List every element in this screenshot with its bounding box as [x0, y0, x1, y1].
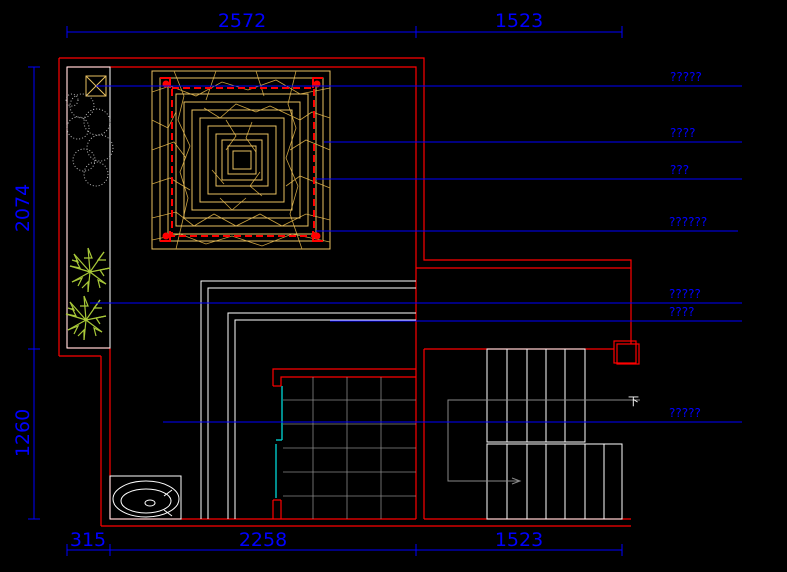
sink — [109, 475, 182, 520]
dim-top-right: 1523 — [495, 10, 543, 32]
dim-top-left: 2572 — [218, 10, 266, 32]
ceiling-pattern — [151, 70, 331, 250]
label-3: ??? — [670, 163, 689, 177]
leader-lines — [90, 85, 742, 423]
stair-arrow — [447, 399, 640, 485]
label-5: ????? — [669, 287, 701, 301]
dimension-lines — [28, 26, 623, 556]
dim-bottom-2: 2258 — [239, 529, 287, 551]
dim-bottom-3: 1523 — [495, 529, 543, 551]
dim-left-lower: 1260 — [12, 409, 34, 457]
glass-partition — [275, 386, 283, 498]
planter-strip — [65, 66, 114, 349]
palm-plants — [65, 247, 111, 341]
dim-left-upper: 2074 — [12, 184, 34, 232]
tile-grid — [283, 377, 416, 519]
shrubs — [65, 93, 114, 187]
walls — [58, 57, 640, 527]
dim-bottom-1: 315 — [70, 529, 106, 551]
stair-down-mark: 下 — [628, 395, 639, 408]
label-2: ???? — [670, 126, 695, 140]
label-1: ????? — [670, 70, 702, 84]
label-4: ?????? — [669, 215, 707, 229]
label-7: ????? — [669, 406, 701, 420]
corridor-lines — [200, 280, 416, 519]
label-6: ???? — [669, 305, 694, 319]
stairs — [486, 348, 623, 520]
